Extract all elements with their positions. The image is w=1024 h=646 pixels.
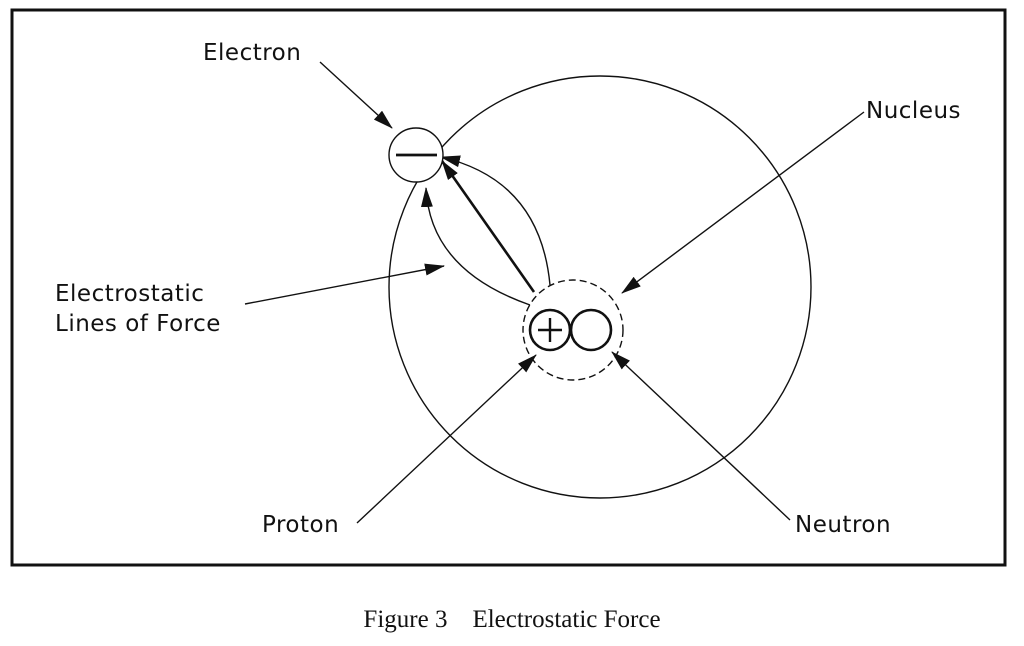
- line-of-force-outer: [420, 187, 531, 306]
- electrostatic-force-arrow: [440, 160, 536, 293]
- neutron-pointer: [611, 351, 791, 521]
- electron: [388, 127, 444, 183]
- proton-pointer: [356, 354, 537, 524]
- figure-caption: Figure 3 Electrostatic Force: [0, 606, 1024, 634]
- atom-orbit: [388, 75, 812, 499]
- electron-label: Electron: [203, 40, 301, 66]
- neutron-circle: [569, 308, 613, 352]
- lines-of-force-pointer: [244, 263, 445, 305]
- nucleus-label: Nucleus: [866, 98, 961, 124]
- neutron-label: Neutron: [795, 512, 891, 538]
- proton-label: Proton: [262, 512, 339, 538]
- line-of-force-inner: [440, 155, 551, 286]
- lines-of-force-label-line1: Electrostatic: [55, 281, 204, 307]
- lines-of-force-label-line2: Lines of Force: [55, 311, 221, 337]
- figure-number: Figure 3: [363, 606, 448, 633]
- figure-title: Electrostatic Force: [472, 606, 661, 633]
- nucleus-pointer: [621, 111, 865, 294]
- electron-pointer: [319, 61, 393, 129]
- figure-frame: [10, 8, 1007, 567]
- proton: [528, 308, 572, 352]
